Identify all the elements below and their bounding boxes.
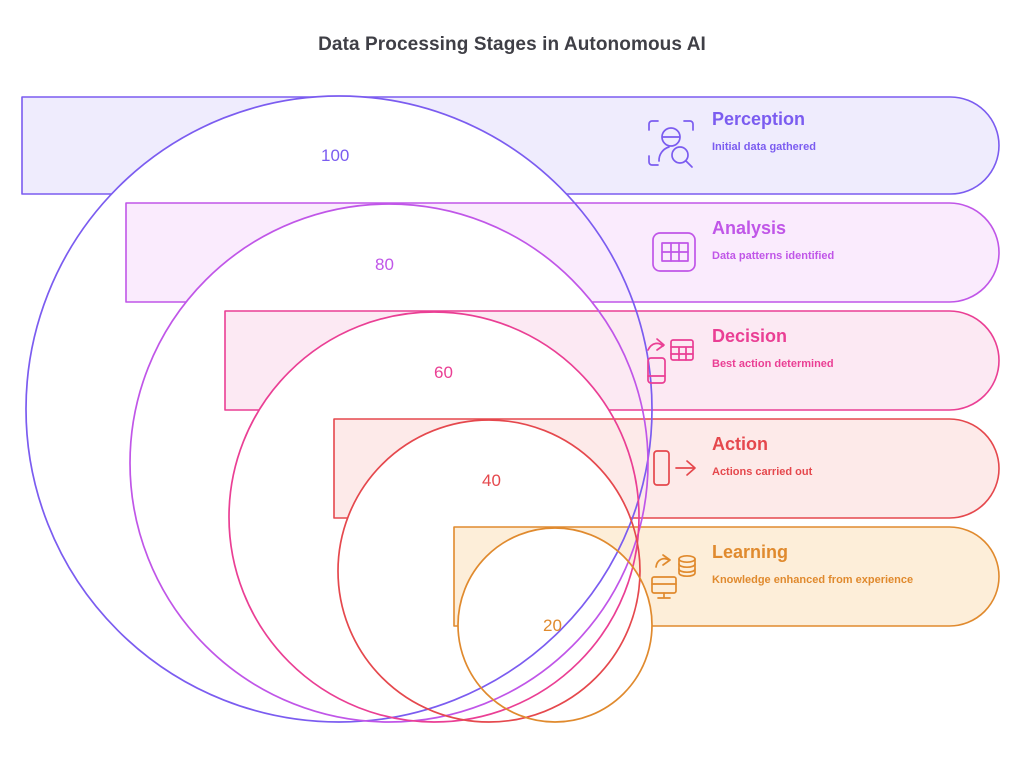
mobile-table-icon xyxy=(644,334,696,391)
scan-search-icon xyxy=(645,117,697,174)
stage-circle-learning[interactable] xyxy=(457,527,653,723)
stage-band-decision[interactable] xyxy=(224,310,1000,411)
stage-band-perception[interactable] xyxy=(21,96,1000,195)
stage-circle-perception[interactable] xyxy=(25,95,653,723)
stage-band-learning[interactable] xyxy=(453,526,1000,627)
stage-circle-decision[interactable] xyxy=(228,311,640,723)
stage-circle-analysis[interactable] xyxy=(129,203,649,723)
circles-layer xyxy=(25,95,653,723)
stage-band-analysis[interactable] xyxy=(125,202,1000,303)
monitor-database-icon xyxy=(648,550,700,607)
bands-layer xyxy=(21,96,1000,627)
stage-circle-action[interactable] xyxy=(337,419,641,723)
stage-band-action[interactable] xyxy=(333,418,1000,519)
table-grid-icon xyxy=(648,226,700,283)
page-title: Data Processing Stages in Autonomous AI xyxy=(318,34,706,55)
mobile-arrow-icon xyxy=(648,442,700,499)
